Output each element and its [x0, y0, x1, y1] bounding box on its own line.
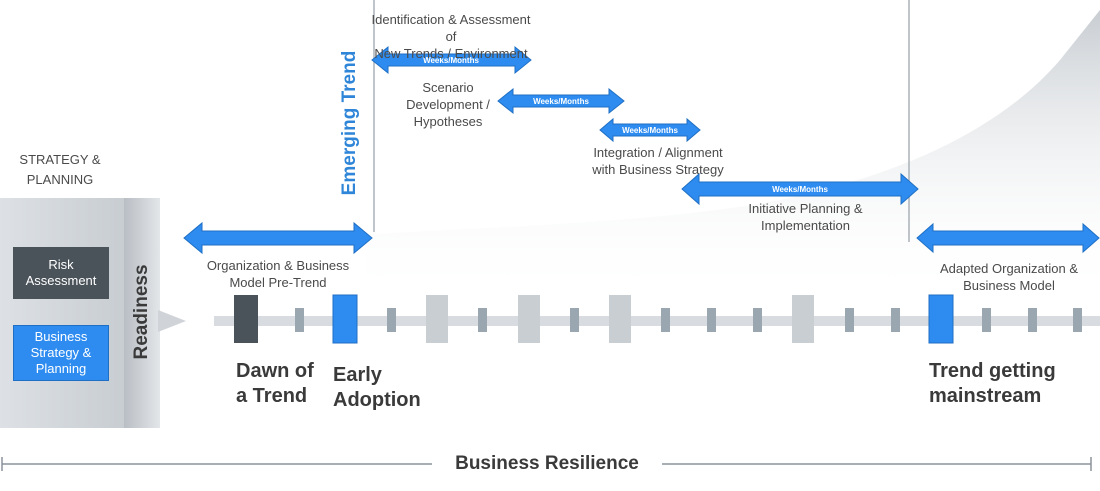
- identification-arrow: [371, 45, 532, 75]
- block: [518, 295, 540, 343]
- integration-arrow-label: Weeks/Months: [622, 126, 678, 135]
- block: [609, 295, 631, 343]
- dawn-marker: [234, 295, 258, 343]
- readiness-pointer: [158, 310, 186, 332]
- trend-mainstream-label: Trend getting mainstream: [929, 360, 1056, 407]
- tick: [1028, 308, 1037, 332]
- tick: [387, 308, 396, 332]
- tick: [295, 308, 304, 332]
- scenario-label: Scenario Development / Hypotheses: [406, 80, 490, 129]
- strategy-planning-title: STRATEGY & PLANNING: [19, 152, 101, 187]
- early-adoption-marker: [332, 294, 358, 344]
- pre-trend-label: Organization & Business Model Pre-Trend: [206, 258, 350, 290]
- integration-arrow: [599, 117, 701, 143]
- identification-label: Identification & Assessment of New Trend…: [371, 12, 531, 61]
- identification-arrow-label: Weeks/Months: [423, 56, 479, 65]
- strategy-panel: [0, 198, 124, 428]
- tick: [982, 308, 991, 332]
- tick: [661, 308, 670, 332]
- risk-assessment-box: Risk Assessment: [13, 247, 109, 299]
- trend-curve: [365, 10, 1100, 300]
- integration-label: Integration / Alignment with Business St…: [592, 145, 724, 177]
- tick: [1073, 308, 1082, 332]
- block: [426, 295, 448, 343]
- timeline-blocks: [426, 295, 814, 343]
- dawn-of-trend-label: Dawn of a Trend: [236, 360, 314, 407]
- block: [792, 295, 814, 343]
- scenario-arrow-label: Weeks/Months: [533, 97, 589, 106]
- tick: [845, 308, 854, 332]
- adapted-arrow: [916, 222, 1100, 254]
- scenario-arrow: [497, 87, 625, 115]
- timeline-bar: [214, 316, 1100, 326]
- initiative-arrow: [681, 172, 919, 206]
- timeline-ticks: [295, 308, 1082, 332]
- readiness-column: [124, 198, 160, 428]
- tick: [707, 308, 716, 332]
- initiative-label: Initiative Planning & Implementation: [748, 201, 863, 233]
- business-strategy-box: Business Strategy & Planning: [13, 325, 109, 381]
- pre-trend-arrow: [183, 221, 373, 255]
- business-resilience-label: Business Resilience: [455, 453, 639, 474]
- tick: [478, 308, 487, 332]
- early-adoption-label: Early Adoption: [333, 364, 421, 411]
- adapted-label: Adapted Organization & Business Model: [939, 261, 1079, 293]
- mainstream-marker: [928, 294, 954, 344]
- initiative-arrow-label: Weeks/Months: [772, 185, 828, 194]
- tick: [570, 308, 579, 332]
- tick: [891, 308, 900, 332]
- tick: [753, 308, 762, 332]
- resilience-line: [1, 457, 1092, 471]
